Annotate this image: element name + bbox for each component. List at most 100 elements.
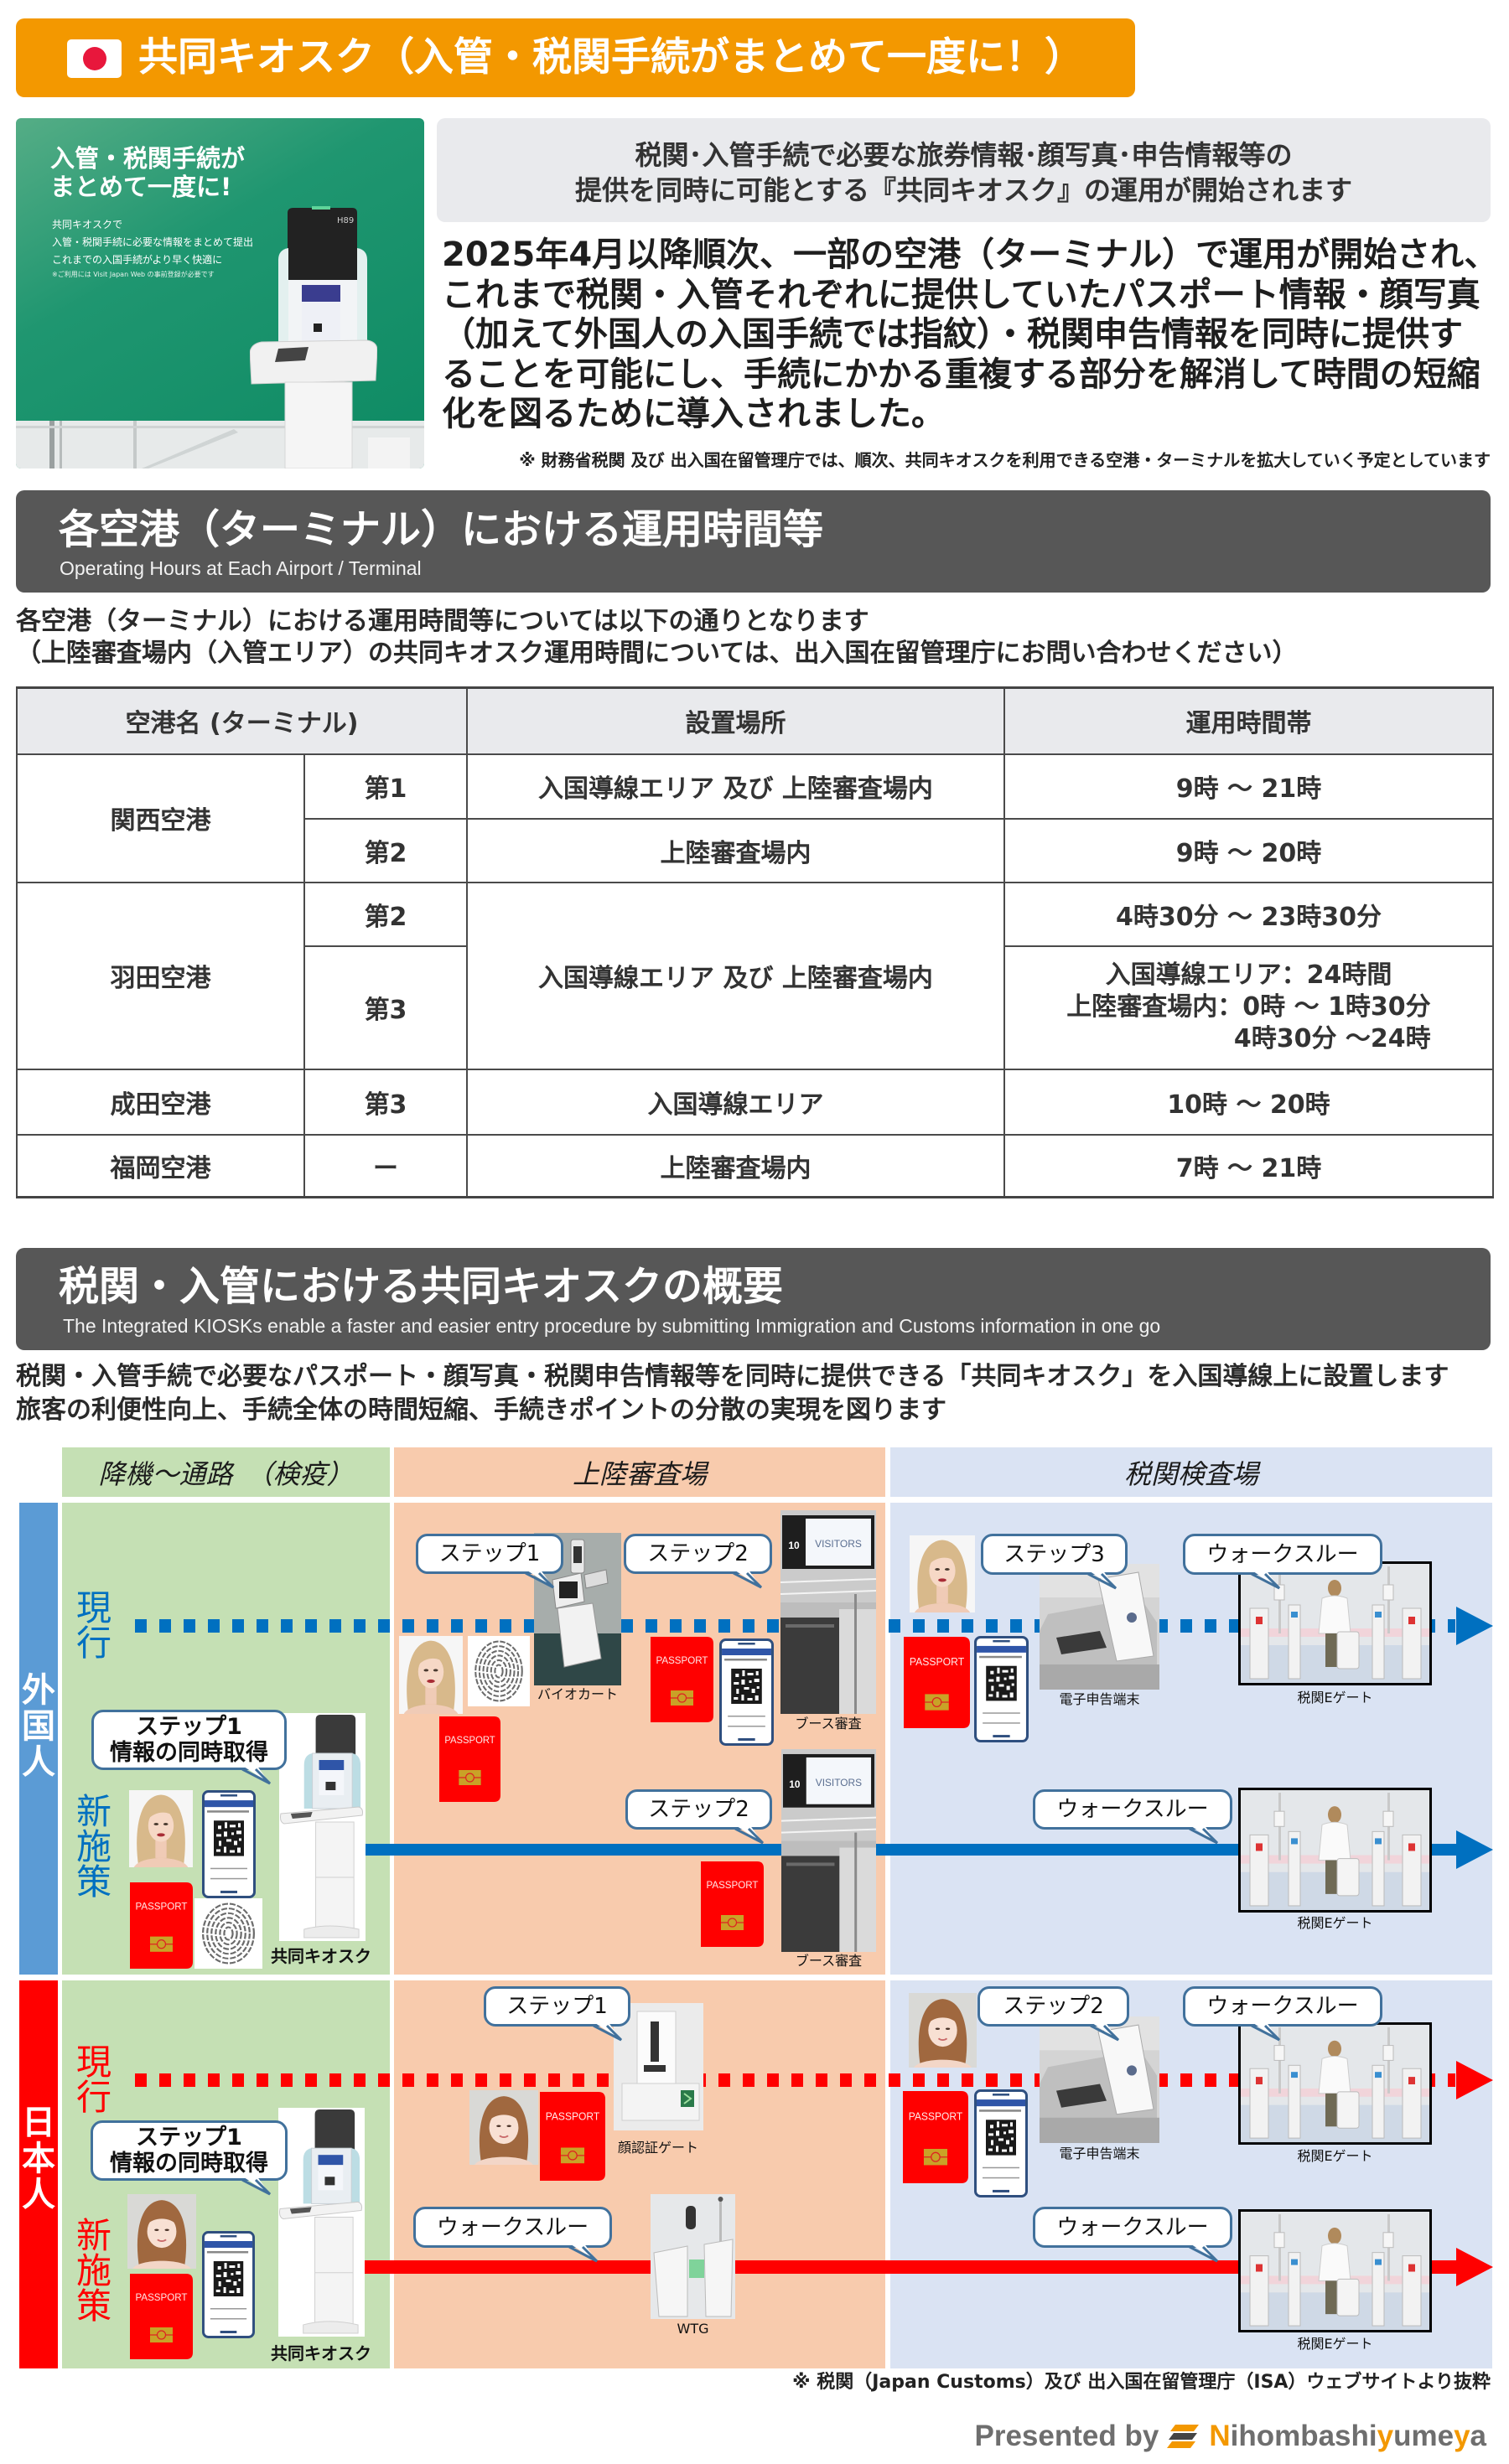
summary-lead-line: 提供を同時に可能とする『共同キオスク』の運用が開始されます — [574, 174, 1353, 206]
callout-tail — [241, 1765, 272, 1785]
traveler-face-photo — [129, 1790, 193, 1867]
passport-icon: PASSPORT — [651, 1637, 713, 1722]
summary-body-line: ることを可能にし、手続にかかる重複する部分を解消して時間の短縮 — [442, 355, 1480, 394]
hours-line: 4時30分 ～24時 — [1233, 1024, 1431, 1053]
hours-intro-line: （上陸審査場内（入管エリア）の共同キオスク運用時間については、出入国在留管理庁に… — [16, 639, 1298, 668]
new-flow-label: 新施策 — [75, 2215, 111, 2327]
fingerprint-icon — [468, 1636, 530, 1706]
fingerprint-icon — [194, 1898, 262, 1969]
promo-headline-1: 入管・税関手続が — [50, 144, 246, 173]
brand-letters: ume — [1393, 2420, 1455, 2452]
arrow-head-icon — [1456, 2061, 1493, 2099]
lane-label-text: 日本人 — [22, 2104, 55, 2214]
summary-lead-line: 税関･入管手続で必要な旅券情報･顔写真･申告情報等の — [635, 139, 1293, 171]
hours-multiline: 入国導線エリア：24時間 上陸審査場内：0時 ～ 1時30分 4時30分 ～24… — [1066, 960, 1430, 1055]
column-header-airport: 空港名 (ターミナル) — [16, 686, 468, 755]
step-callout: ステップ1 — [484, 1986, 630, 2042]
callout-text: ウォークスルー — [1206, 1994, 1359, 2019]
e-declaration-terminal-photo — [1040, 2016, 1159, 2143]
equipment-caption: 税関Eゲート — [1297, 1690, 1373, 1706]
equipment-caption: 共同キオスク — [271, 2343, 371, 2363]
callout-text: ステップ2 — [1003, 1994, 1104, 2019]
equipment-caption: 顔認証ゲート — [617, 2140, 698, 2156]
japan-flag-icon — [67, 39, 122, 78]
callout-text: 情報の同時取得 — [110, 2151, 268, 2177]
table-row: 福岡空港 ー 上陸審査場内 7時 ～ 21時 — [16, 1133, 1494, 1198]
hours-cell: 入国導線エリア：24時間 上陸審査場内：0時 ～ 1時30分 4時30分 ～24… — [1003, 945, 1494, 1070]
airport-name-cell: 羽田空港 — [16, 881, 305, 1070]
booth-sign-text: VISITORS — [816, 1777, 862, 1788]
passport-icon: PASSPORT — [701, 1861, 764, 1947]
presented-by: Presented by Nihombashiyumeya — [975, 2420, 1487, 2453]
callout-text: ウォークスルー — [436, 2214, 589, 2240]
e-declaration-terminal-photo — [1040, 1564, 1159, 1690]
callout-tail — [733, 1569, 763, 1589]
terminal-cell: 第2 — [303, 881, 468, 947]
callout-text: ステップ1 — [136, 1714, 242, 1740]
traveler-face-photo — [469, 2090, 538, 2165]
summary-body-line: これまで税関・入管それぞれに提供していたパスポート情報・顔写真 — [442, 275, 1480, 314]
smartphone-qr-icon — [202, 2231, 255, 2338]
zone-header-customs: 税関検査場 — [890, 1447, 1492, 1497]
kiosk-photo: H89 — [250, 206, 377, 468]
face-recognition-gate-photo — [614, 2003, 703, 2130]
smartphone-qr-icon — [974, 1636, 1029, 1742]
callout-text: ウォークスルー — [1206, 1541, 1359, 1567]
japanese-new-flow-line — [365, 2260, 1457, 2274]
arrow-head-icon — [1456, 1607, 1493, 1645]
joint-kiosk-photo — [279, 1713, 366, 1941]
walkthrough-gate-photo — [651, 2194, 735, 2319]
smartphone-qr-icon — [719, 1638, 774, 1746]
walkthrough-callout: ウォークスルー — [413, 2207, 612, 2263]
summary-body: 2025年4月以降順次、一部の空港（ターミナル）で運用が開始され、 これまで税関… — [442, 236, 1498, 435]
column-header-hours: 運用時間帯 — [1003, 686, 1494, 755]
callout-text: ステップ2 — [648, 1797, 749, 1822]
lane-label-foreign: 外国人 — [19, 1503, 58, 1975]
airport-name-cell: 福岡空港 — [16, 1133, 305, 1198]
column-header-location: 設置場所 — [466, 686, 1005, 755]
promo-line: 共同キオスクで — [52, 219, 123, 230]
arrow-head-icon — [1456, 2248, 1493, 2286]
callout-text: ステップ2 — [647, 1541, 749, 1566]
equipment-caption: 税関Eゲート — [1297, 1915, 1373, 1931]
booth-number: 10 — [789, 1778, 801, 1790]
walkthrough-callout: ウォークスルー — [1183, 1534, 1382, 1590]
lane-label-japanese: 日本人 — [19, 1980, 58, 2368]
passport-label: PASSPORT — [136, 1900, 189, 1912]
brand-letters: a — [1470, 2420, 1486, 2452]
customs-egate-photo — [1238, 2022, 1432, 2145]
lane-label-text: 外国人 — [22, 1671, 55, 1782]
equipment-caption: 税関Eゲート — [1297, 2148, 1373, 2164]
booth-sign-text: VISITORS — [815, 1538, 862, 1550]
hours-section-title: 各空港（ターミナル）における運用時間等 — [59, 506, 824, 553]
presented-by-label: Presented by — [974, 2420, 1159, 2452]
passport-label: PASSPORT — [909, 2109, 963, 2122]
overview-intro-line: 旅客の利便性向上、手続全体の時間短縮、手続きポイントの分散の実現を図ります — [16, 1395, 946, 1425]
hours-cell: 9時 ～ 20時 — [1003, 817, 1494, 883]
step-callout: ステップ2 — [977, 1986, 1129, 2042]
brand-name: Nihombashiyumeya — [1209, 2420, 1486, 2453]
overview-intro-line: 税関・入管手続で必要なパスポート・顔写真・税関申告情報等を同時に提供できる「共同… — [16, 1362, 1449, 1391]
customs-egate-photo — [1238, 2209, 1432, 2332]
passport-icon: PASSPORT — [130, 2274, 193, 2359]
overview-section-subtitle: The Integrated KIOSKs enable a faster an… — [63, 1315, 1161, 1337]
passport-icon: PASSPORT — [903, 2091, 968, 2183]
equipment-caption: 電子申告端末 — [1059, 1691, 1140, 1707]
callout-text: 情報の同時取得 — [110, 1740, 268, 1766]
kiosk-promo-image: 入管・税関手続が まとめて一度に! 共同キオスクで 入管・税関手続に必要な情報を… — [16, 118, 424, 468]
current-flow-label: 現行 — [75, 1587, 111, 1664]
airport-window-photo — [16, 421, 424, 468]
callout-tail — [525, 1569, 555, 1589]
step-callout: ステップ2 — [624, 1534, 772, 1589]
promo-line: これまでの入国手続がより早く快適に — [52, 254, 223, 266]
operating-hours-table: 空港名 (ターミナル) 設置場所 運用時間帯 関西空港 第1 入国導線エリア 及… — [16, 686, 1494, 1198]
table-row: 第3 入国導線エリア：24時間 上陸審査場内：0時 ～ 1時30分 4時30分 … — [17, 945, 1494, 1070]
equipment-caption: ブース審査 — [795, 1716, 862, 1732]
zone-header-immigration: 上陸審査場 — [394, 1447, 885, 1497]
new-flow-label: 新施策 — [75, 1791, 111, 1902]
location-cell: 入国導線エリア 及び 上陸審査場内 — [466, 881, 1005, 1070]
joint-kiosk-photo — [278, 2108, 365, 2337]
brand-logo-icon — [1167, 2425, 1200, 2448]
equipment-caption: 電子申告端末 — [1059, 2146, 1140, 2161]
overview-section-title: 税関・入管における共同キオスクの概要 — [59, 1263, 784, 1310]
